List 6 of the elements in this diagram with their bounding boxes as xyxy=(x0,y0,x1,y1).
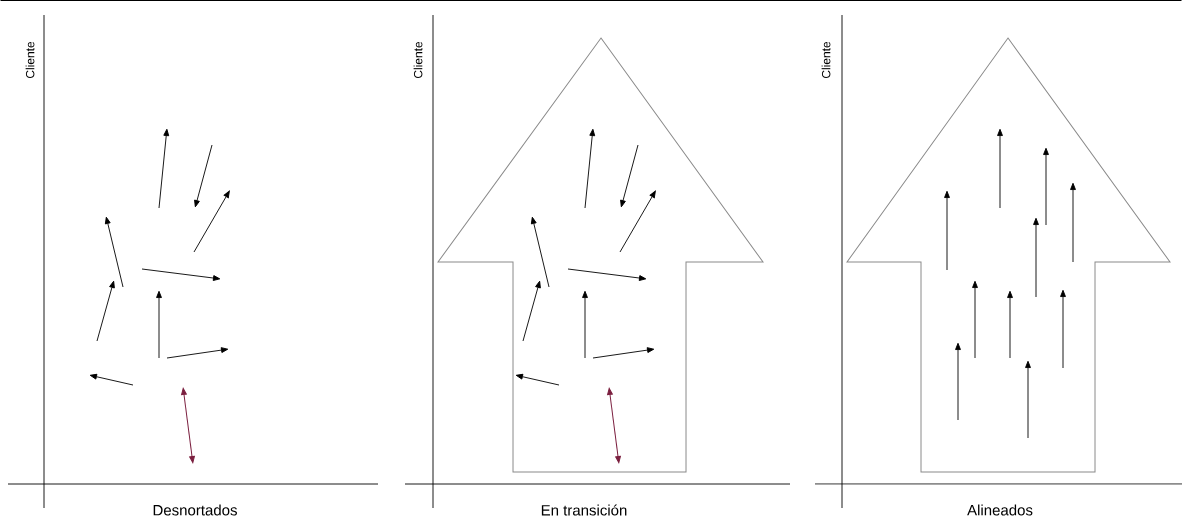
axis-label: Cliente xyxy=(413,41,423,79)
axis-label: Alineados xyxy=(967,504,1033,516)
axis-label: Desnortados xyxy=(153,504,237,516)
axis-label: Cliente xyxy=(821,41,831,79)
axis-label: En transición xyxy=(541,504,627,516)
axis-label: Cliente xyxy=(25,41,35,79)
